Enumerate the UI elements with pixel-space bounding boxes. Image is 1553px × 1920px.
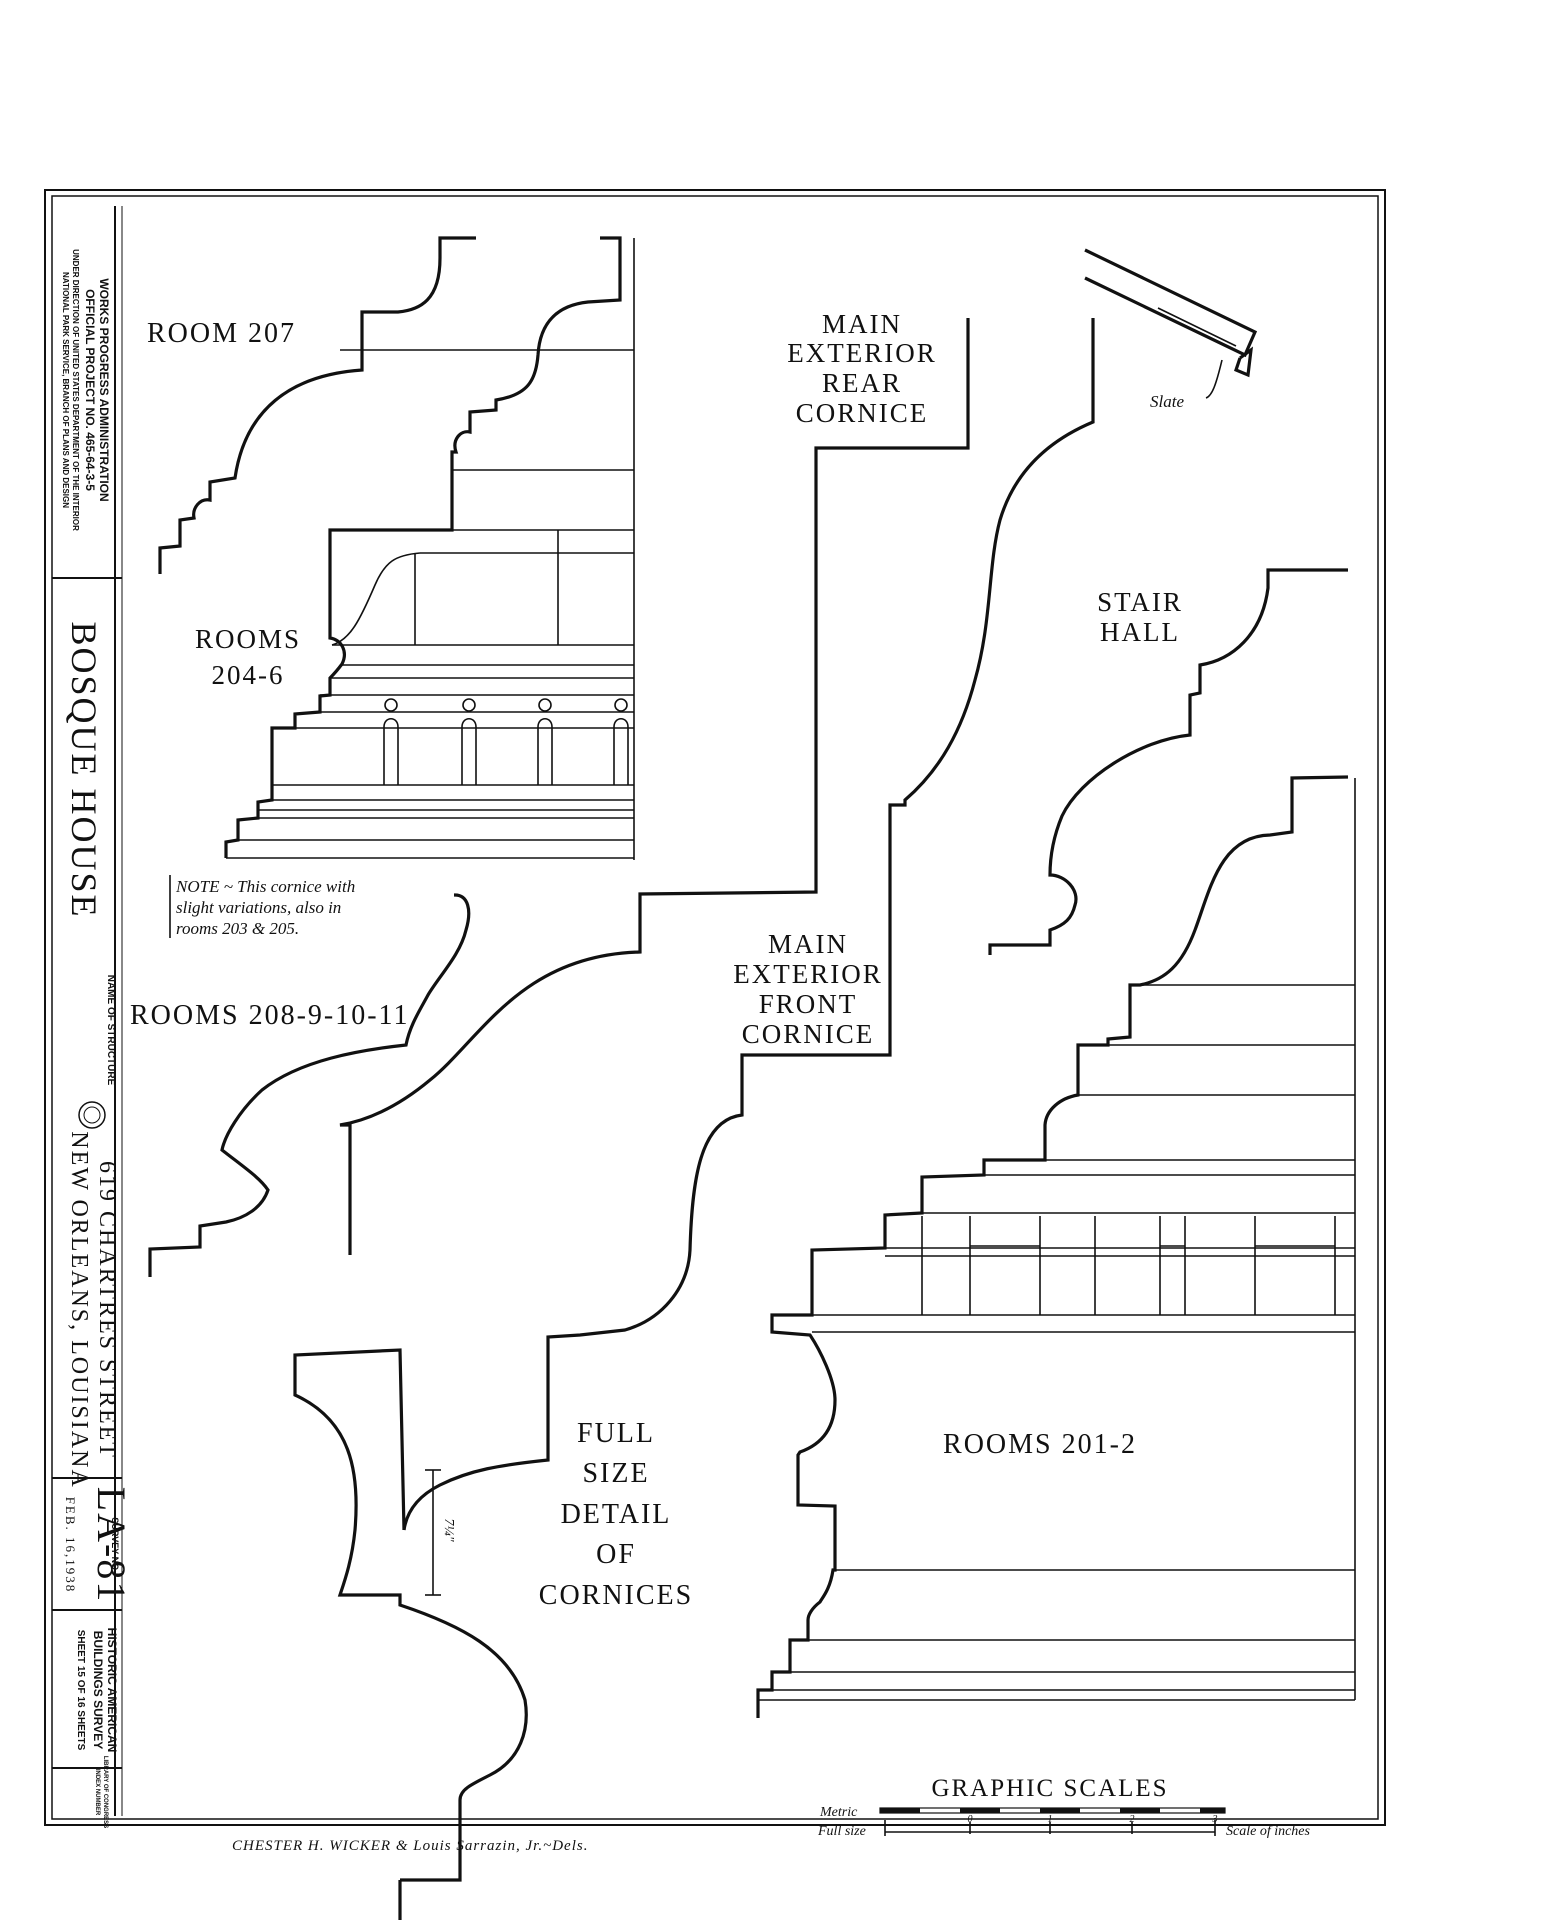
profile-rear-cornice	[339, 318, 970, 1255]
index-caption-line-2: INDEX NUMBER	[94, 1769, 100, 1816]
label-front-cornice-line-3: FRONT	[759, 989, 858, 1019]
profile-rooms-201-2	[756, 775, 1349, 1718]
label-front-cornice-line-2: EXTERIOR	[733, 959, 882, 989]
delineators: CHESTER H. WICKER & Louis Sarrazin, Jr.~…	[232, 1838, 588, 1854]
survey-no-caption: SURVEY NO.	[110, 1517, 120, 1572]
agency-line-2: OFFICIAL PROJECT NO. 465-64-3-5	[83, 289, 97, 491]
address-line-2: NEW ORLEANS, LOUISIANA	[66, 1131, 92, 1489]
note-line-2: slight variations, also in	[176, 898, 341, 917]
label-stair-hall-line-1: STAIR	[1097, 587, 1183, 617]
survey-name-line-2: BUILDINGS SURVEY	[91, 1631, 105, 1749]
label-full-size-line-2: SIZE	[582, 1458, 649, 1489]
title-block: WORKS PROGRESS ADMINISTRATION OFFICIAL P…	[52, 206, 134, 1828]
scale-tick-3: 3	[1212, 1814, 1218, 1825]
label-room-207: ROOM 207	[147, 318, 296, 349]
profile-rooms-201-2-details	[758, 778, 1356, 1701]
label-rooms-204-line-2: 204-6	[212, 660, 285, 690]
outer-border	[44, 189, 1386, 1826]
inner-border	[51, 195, 1379, 1820]
scale-tick-1: 1	[1048, 1814, 1053, 1825]
index-caption-line-1: LIBRARY OF CONGRESS	[102, 1756, 108, 1828]
address-line-1: 619 CHARTRES STREET	[94, 1161, 120, 1459]
label-front-cornice-line-4: CORNICE	[742, 1019, 875, 1049]
structure-name: BOSQUE HOUSE	[64, 621, 104, 918]
scales-title: GRAPHIC SCALES	[931, 1775, 1168, 1802]
label-rooms-204-line-1: ROOMS	[195, 624, 301, 654]
profile-full-size-lower	[293, 1348, 528, 1882]
agency-line-1: WORKS PROGRESS ADMINISTRATION	[97, 278, 111, 501]
dimension-mark: 7¼"	[425, 1469, 456, 1596]
label-full-size-line-1: FULL	[577, 1418, 655, 1449]
structure-name-caption: NAME OF STRUCTURE	[105, 975, 116, 1086]
profile-rooms-204-6-details	[226, 238, 635, 860]
label-slate: Slate	[1150, 392, 1184, 411]
official-seal-icon	[78, 1101, 106, 1129]
survey-name-line-1: HISTORIC AMERICAN	[105, 1628, 119, 1753]
label-front-cornice-line-1: MAIN	[768, 929, 848, 959]
label-rear-cornice-line-4: CORNICE	[796, 398, 929, 428]
label-rear-cornice-line-2: EXTERIOR	[787, 338, 936, 368]
label-full-size-line-4: OF	[596, 1539, 636, 1570]
label-rooms-201-2: ROOMS 201-2	[943, 1429, 1137, 1460]
dimension-label: 7¼"	[441, 1518, 456, 1542]
scale-tick-0: 0	[968, 1814, 973, 1825]
scale-tick-2: 2	[1130, 1814, 1135, 1825]
note-line-3: rooms 203 & 205.	[176, 919, 299, 938]
label-rear-cornice-line-1: MAIN	[822, 309, 902, 339]
profile-rooms-204-6	[224, 236, 622, 858]
scale-units: Scale of inches	[1226, 1824, 1311, 1839]
drawing-date: FEB. 16,1938	[63, 1497, 78, 1594]
note-line-1: NOTE ~ This cornice with	[175, 877, 355, 896]
label-full-size-line-3: DETAIL	[561, 1499, 672, 1530]
survey-no: LA-81	[89, 1487, 134, 1604]
agency-line-3: UNDER DIRECTION OF UNITED STATES DEPARTM…	[71, 249, 80, 531]
label-rear-cornice-line-3: REAR	[822, 368, 902, 398]
profile-front-cornice	[402, 318, 1095, 1531]
scale-metric-label: Metric	[819, 1805, 858, 1820]
label-full-size-line-5: CORNICES	[539, 1580, 693, 1611]
graphic-scales: GRAPHIC SCALES Metric Full size 0 1 2 3 …	[817, 1775, 1311, 1839]
agency-line-4: NATIONAL PARK SERVICE, BRANCH OF PLANS A…	[61, 272, 70, 508]
profile-stair-hall	[988, 568, 1348, 955]
profile-room-207	[158, 236, 476, 574]
profile-rooms-208	[148, 893, 471, 1277]
slate-shingle	[1084, 248, 1258, 399]
label-stair-hall-line-2: HALL	[1100, 617, 1180, 647]
label-rooms-208: ROOMS 208-9-10-11	[130, 1000, 410, 1031]
sheet-number: SHEET 15 OF 16 SHEETS	[75, 1630, 86, 1751]
scale-full-size-label: Full size	[817, 1824, 866, 1839]
